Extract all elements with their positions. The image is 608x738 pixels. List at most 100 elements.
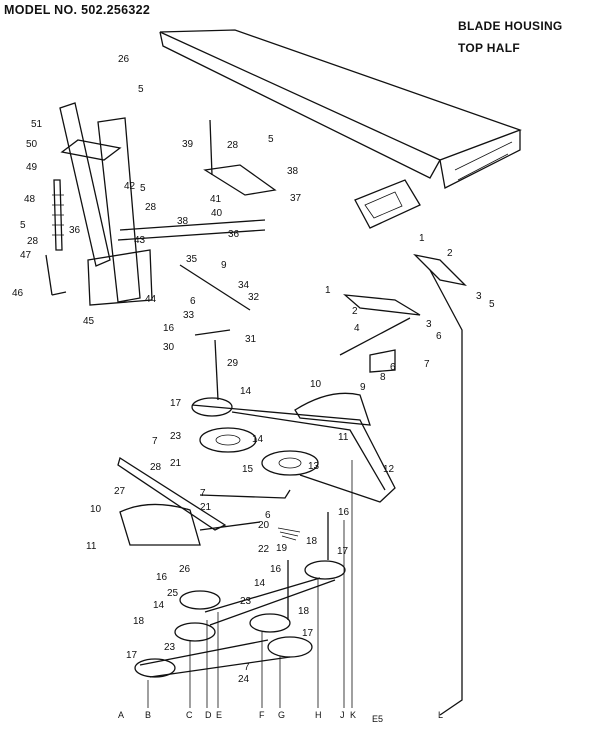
callout-7: 7 <box>200 488 206 499</box>
section-subtitle: TOP HALF <box>458 41 520 55</box>
callout-15: 15 <box>242 464 254 475</box>
callout-48: 48 <box>24 194 36 205</box>
callout-9: 9 <box>360 382 366 393</box>
callout-5: 5 <box>140 183 146 194</box>
callout-20: 20 <box>258 520 270 531</box>
callout-28: 28 <box>27 236 39 247</box>
callout-51: 51 <box>31 119 43 130</box>
callout-34: 34 <box>238 280 250 291</box>
lower-spindles <box>134 512 346 678</box>
callout-16: 16 <box>163 323 175 334</box>
middle-linkage <box>117 456 301 546</box>
callout-22: 22 <box>258 544 270 555</box>
ref-letter-K: K <box>350 710 356 720</box>
callout-16: 16 <box>156 572 168 583</box>
callout-49: 49 <box>26 162 38 173</box>
callout-23: 23 <box>164 642 176 653</box>
callout-43: 43 <box>134 235 146 246</box>
ref-letter-L: L <box>438 710 443 720</box>
callout-14: 14 <box>252 434 264 445</box>
ref-letter-B: B <box>145 710 151 720</box>
callout-42: 42 <box>124 181 136 192</box>
callout-45: 45 <box>83 316 95 327</box>
callout-6: 6 <box>265 510 271 521</box>
pulley-23-upper <box>199 427 257 453</box>
ref-letter-G: G <box>278 710 285 720</box>
callout-14: 14 <box>153 600 165 611</box>
callout-8: 8 <box>380 372 386 383</box>
belt-24 <box>139 639 291 678</box>
pulley-17-lower <box>267 636 313 658</box>
callout-21: 21 <box>170 458 182 469</box>
callout-1: 1 <box>419 233 425 244</box>
callout-40: 40 <box>211 208 223 219</box>
pulley-23-center <box>249 613 291 633</box>
callout-3: 3 <box>476 291 482 302</box>
callout-5: 5 <box>489 299 495 310</box>
leader-lines <box>147 460 353 708</box>
callout-10: 10 <box>310 379 322 390</box>
ref-letter-F: F <box>259 710 265 720</box>
callout-7: 7 <box>424 359 430 370</box>
blade-housing-frame <box>159 29 522 229</box>
callout-10: 10 <box>90 504 102 515</box>
belt-12 <box>191 404 396 503</box>
callout-7: 7 <box>244 662 250 673</box>
callout-26: 26 <box>179 564 191 575</box>
callout-17: 17 <box>126 650 138 661</box>
callout-28: 28 <box>145 202 157 213</box>
callout-1: 1 <box>325 285 331 296</box>
callout-7: 7 <box>152 436 158 447</box>
callout-47: 47 <box>20 250 32 261</box>
callout-14: 14 <box>254 578 266 589</box>
callout-11: 11 <box>86 541 97 552</box>
reference-letters: A B C D E F G H J K L E5 <box>118 710 443 724</box>
callout-38: 38 <box>177 216 189 227</box>
callout-44: 44 <box>145 294 157 305</box>
callout-50: 50 <box>26 139 38 150</box>
callout-17: 17 <box>170 398 182 409</box>
callout-24: 24 <box>238 674 250 685</box>
callout-5: 5 <box>20 220 26 231</box>
callout-18: 18 <box>133 616 145 627</box>
callout-5: 5 <box>138 84 144 95</box>
callout-4: 4 <box>354 323 360 334</box>
callout-25: 25 <box>167 588 179 599</box>
callout-18: 18 <box>298 606 310 617</box>
callout-11: 11 <box>338 432 349 443</box>
callout-36: 36 <box>69 225 81 236</box>
callout-17: 17 <box>302 628 314 639</box>
page-mark: E5 <box>372 714 383 724</box>
callout-14: 14 <box>240 386 252 397</box>
callout-41: 41 <box>210 194 222 205</box>
callout-17: 17 <box>337 546 349 557</box>
callout-23: 23 <box>240 596 252 607</box>
callout-5: 5 <box>268 134 274 145</box>
callout-16: 16 <box>270 564 282 575</box>
ref-letter-A: A <box>118 710 124 720</box>
callout-2: 2 <box>352 306 358 317</box>
callout-38: 38 <box>287 166 299 177</box>
callout-39: 39 <box>182 139 194 150</box>
callout-21: 21 <box>200 502 212 513</box>
callouts: 26 5 51 50 49 48 5 28 47 46 45 36 42 5 4… <box>12 54 495 685</box>
callout-28: 28 <box>227 140 239 151</box>
right-lift-links <box>339 253 467 716</box>
pulley-17-right <box>304 560 346 580</box>
callout-6: 6 <box>190 296 196 307</box>
callout-19: 19 <box>276 543 288 554</box>
lift-lever-assembly <box>45 102 277 311</box>
callout-16: 16 <box>338 507 350 518</box>
callout-35: 35 <box>186 254 198 265</box>
callout-31: 31 <box>245 334 257 345</box>
callout-46: 46 <box>12 288 24 299</box>
callout-33: 33 <box>183 310 195 321</box>
callout-18: 18 <box>306 536 318 547</box>
callout-27: 27 <box>114 486 126 497</box>
ref-letter-C: C <box>186 710 193 720</box>
callout-29: 29 <box>227 358 239 369</box>
pulley-13 <box>261 450 319 476</box>
callout-13: 13 <box>308 461 320 472</box>
callout-36: 36 <box>228 229 240 240</box>
